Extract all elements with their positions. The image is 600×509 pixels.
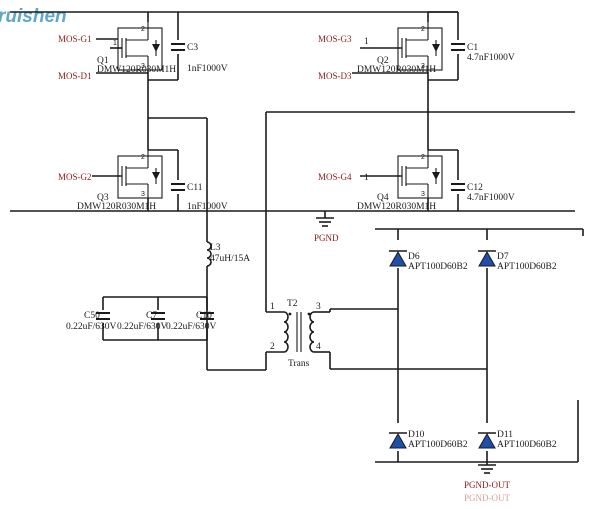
d11-ref: D11 — [497, 430, 513, 440]
c11-ref: C11 — [187, 183, 203, 193]
diode-d10 — [389, 432, 407, 449]
q4-source-pin: 3 — [421, 191, 425, 198]
q4-gate-pin: 1 — [364, 173, 369, 183]
inductor-l3 — [206, 241, 212, 267]
c50-value: 0.22uF/630V — [66, 322, 117, 332]
t2-pin-4: 4 — [316, 342, 321, 352]
q2-ref: Q2 — [377, 56, 389, 66]
c50-ref: C50 — [84, 311, 100, 321]
c10-ref: C10 — [196, 311, 212, 321]
q4-part: DMW120R030M1H — [357, 202, 436, 212]
mosfet-q2 — [360, 22, 443, 72]
q1-gate-pin: 1 — [113, 40, 117, 47]
t2-pin-3: 3 — [316, 302, 321, 312]
capacitor-c1 — [451, 43, 465, 51]
wires — [10, 11, 584, 465]
net-mos-g3: MOS-G3 — [318, 34, 352, 44]
diode-d11 — [478, 432, 496, 449]
net-mos-d3: MOS-D3 — [318, 71, 352, 81]
net-mos-g4: MOS-G4 — [318, 172, 352, 182]
mosfet-q4 — [360, 150, 443, 199]
c7-value: 0.22uF/630V — [117, 322, 168, 332]
mosfet-q1 — [110, 22, 163, 72]
d6-ref: D6 — [408, 252, 420, 262]
q1-source-pin: 3 — [141, 63, 145, 70]
net-pgnd: PGND — [314, 233, 339, 243]
c1-ref: C1 — [467, 43, 478, 53]
t2-pin-2: 2 — [270, 342, 275, 352]
net-pgnd-out-ghost: PGND-OUT — [464, 493, 511, 503]
d7-part: APT100D60B2 — [497, 262, 557, 272]
q3-source-pin: 3 — [141, 191, 145, 198]
pgnd-ground-symbol — [316, 217, 334, 227]
l3-ref: L3 — [210, 243, 221, 253]
c12-ref: C12 — [467, 183, 483, 193]
d7-ref: D7 — [497, 252, 509, 262]
q4-ref: Q4 — [377, 193, 389, 203]
c3-ref: C3 — [187, 43, 198, 53]
c12-value: 4.7nF1000V — [467, 193, 515, 203]
c1-value: 4.7nF1000V — [467, 53, 515, 63]
d10-part: APT100D60B2 — [408, 440, 468, 450]
diode-d6 — [389, 250, 407, 267]
mosfet-q3 — [92, 150, 163, 199]
q3-drain-pin: 2 — [141, 154, 145, 161]
q2-source-pin: 3 — [421, 63, 425, 70]
pgnd-out-ground-symbol — [478, 464, 496, 474]
q2-part: DMW120R030M1H — [357, 65, 436, 75]
t2-part: Trans — [288, 359, 310, 369]
capacitor-c7 — [151, 312, 165, 320]
net-mos-d1: MOS-D1 — [58, 71, 92, 81]
q1-drain-pin: 2 — [141, 26, 145, 33]
capacitor-c10 — [200, 312, 214, 320]
q2-gate-pin: 1 — [364, 37, 369, 47]
t2-ref: T2 — [287, 299, 298, 309]
capacitor-c11 — [171, 183, 185, 191]
c11-value: 1nF1000V — [187, 202, 228, 212]
transformer-t2 — [283, 311, 315, 353]
logo-text: ruishen — [0, 6, 67, 27]
d11-part: APT100D60B2 — [497, 440, 557, 450]
q1-ref: Q1 — [97, 56, 109, 66]
q2-drain-pin: 2 — [421, 26, 425, 33]
q4-drain-pin: 2 — [421, 154, 425, 161]
diode-d7 — [478, 250, 496, 267]
capacitor-c50 — [96, 312, 110, 320]
capacitor-c12 — [451, 183, 465, 191]
d6-part: APT100D60B2 — [408, 262, 468, 272]
capacitor-c3 — [171, 43, 185, 51]
q3-part: DMW120R030M1H — [77, 202, 156, 212]
net-mos-g1: MOS-G1 — [58, 34, 92, 44]
c10-value: 0.22uF/630V — [166, 322, 217, 332]
net-mos-g2: MOS-G2 — [58, 172, 92, 182]
net-pgnd-out: PGND-OUT — [464, 480, 511, 490]
d10-ref: D10 — [408, 430, 425, 440]
t2-pin-1: 1 — [270, 302, 275, 312]
q1-part: DMW120R030M1H — [97, 65, 176, 75]
c7-ref: C7 — [146, 311, 157, 321]
c3-value: 1nF1000V — [187, 64, 228, 74]
q3-ref: Q3 — [97, 193, 109, 203]
l3-value: 47uH/15A — [210, 254, 250, 264]
